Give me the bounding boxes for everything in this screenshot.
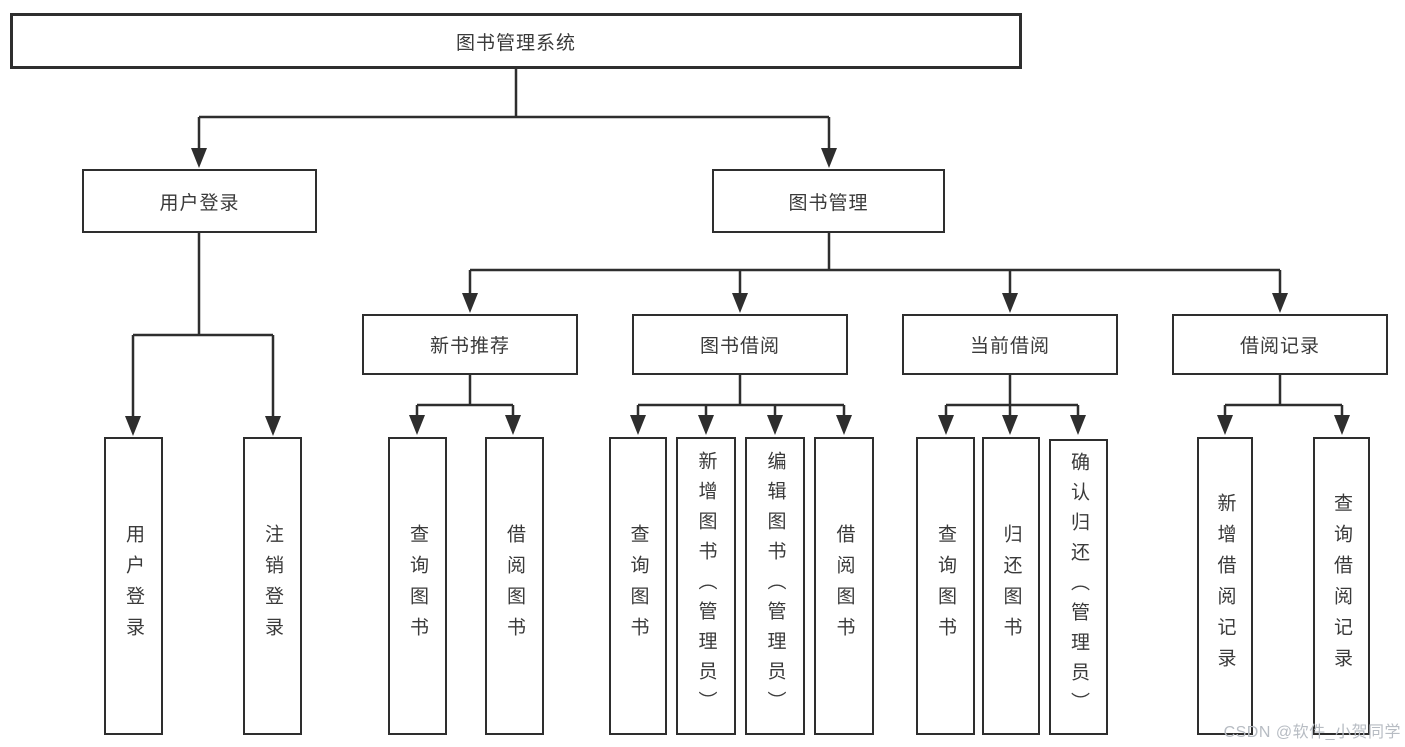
arrowhead-icon [265, 416, 281, 436]
node-label: 新书推荐 [429, 336, 510, 357]
arrowhead-icon [732, 293, 748, 313]
node-return-books: 归还图书 [982, 437, 1040, 735]
node-root-library-system: 图书管理系统 [10, 13, 1022, 69]
node-label: 归还图书 [1000, 524, 1022, 648]
node-label: 借阅图书 [833, 524, 855, 648]
node-query-books-current: 查询图书 [916, 437, 975, 735]
node-logout-leaf: 注销登录 [243, 437, 302, 735]
node-label: 新增图书（管理员） [695, 451, 717, 721]
node-label: 图书管理 [788, 192, 869, 214]
node-book-management: 图书管理 [712, 169, 945, 233]
csdn-watermark: CSDN @软件_小贺同学 [1223, 724, 1401, 741]
node-borrow-books-recommend: 借阅图书 [485, 437, 544, 735]
arrowhead-icon [1217, 415, 1233, 435]
node-label: 当前借阅 [969, 336, 1050, 357]
arrowhead-icon [409, 415, 425, 435]
connector-current-borrowing-split [938, 375, 1086, 435]
node-label: 确认归还（管理员） [1068, 452, 1089, 722]
node-label: 用户登录 [123, 524, 144, 648]
connector-book-borrowing-split [630, 375, 852, 435]
node-label: 查询借阅记录 [1331, 493, 1352, 679]
node-label: 借阅图书 [504, 524, 525, 648]
arrowhead-icon [1070, 415, 1086, 435]
node-query-borrow-record: 查询借阅记录 [1313, 437, 1370, 735]
node-add-borrow-record: 新增借阅记录 [1197, 437, 1253, 735]
node-current-borrowing: 当前借阅 [902, 314, 1118, 375]
arrowhead-icon [821, 148, 837, 168]
node-label: 新增借阅记录 [1214, 493, 1236, 679]
node-borrowing-records: 借阅记录 [1172, 314, 1388, 375]
node-confirm-return-admin: 确认归还（管理员） [1049, 439, 1108, 735]
arrowhead-icon [505, 415, 521, 435]
arrowhead-icon [191, 148, 207, 168]
arrowhead-icon [1002, 415, 1018, 435]
arrowhead-icon [125, 416, 141, 436]
node-label: 注销登录 [262, 524, 283, 648]
node-borrow-books-leaf: 借阅图书 [814, 437, 874, 735]
arrowhead-icon [1002, 293, 1018, 313]
node-label: 编辑图书（管理员） [764, 451, 786, 721]
arrowhead-icon [1272, 293, 1288, 313]
node-label: 用户登录 [159, 192, 240, 214]
arrowhead-icon [767, 415, 783, 435]
arrowhead-icon [462, 293, 478, 313]
node-query-books-recommend: 查询图书 [388, 437, 447, 735]
node-new-book-recommend: 新书推荐 [362, 314, 578, 375]
arrowhead-icon [836, 415, 852, 435]
arrowhead-icon [698, 415, 714, 435]
node-user-login: 用户登录 [82, 169, 317, 233]
node-root-label: 图书管理系统 [455, 32, 576, 54]
arrowhead-icon [630, 415, 646, 435]
node-user-login-leaf: 用户登录 [104, 437, 163, 735]
connector-book-management-split [462, 233, 1288, 313]
connector-new-book-recommend-split [409, 375, 521, 435]
node-add-books-admin: 新增图书（管理员） [676, 437, 736, 735]
node-query-books-borrowing: 查询图书 [609, 437, 667, 735]
node-edit-books-admin: 编辑图书（管理员） [745, 437, 805, 735]
node-label: 图书借阅 [699, 336, 780, 357]
node-label: 查询图书 [627, 524, 649, 648]
node-book-borrowing: 图书借阅 [632, 314, 848, 375]
connector-user-login-split [125, 233, 281, 436]
node-label: 查询图书 [935, 524, 956, 648]
connector-borrowing-records-split [1217, 375, 1350, 435]
node-label: 借阅记录 [1239, 336, 1320, 357]
node-label: 查询图书 [407, 524, 428, 648]
connector-root-split [191, 69, 837, 168]
arrowhead-icon [1334, 415, 1350, 435]
arrowhead-icon [938, 415, 954, 435]
